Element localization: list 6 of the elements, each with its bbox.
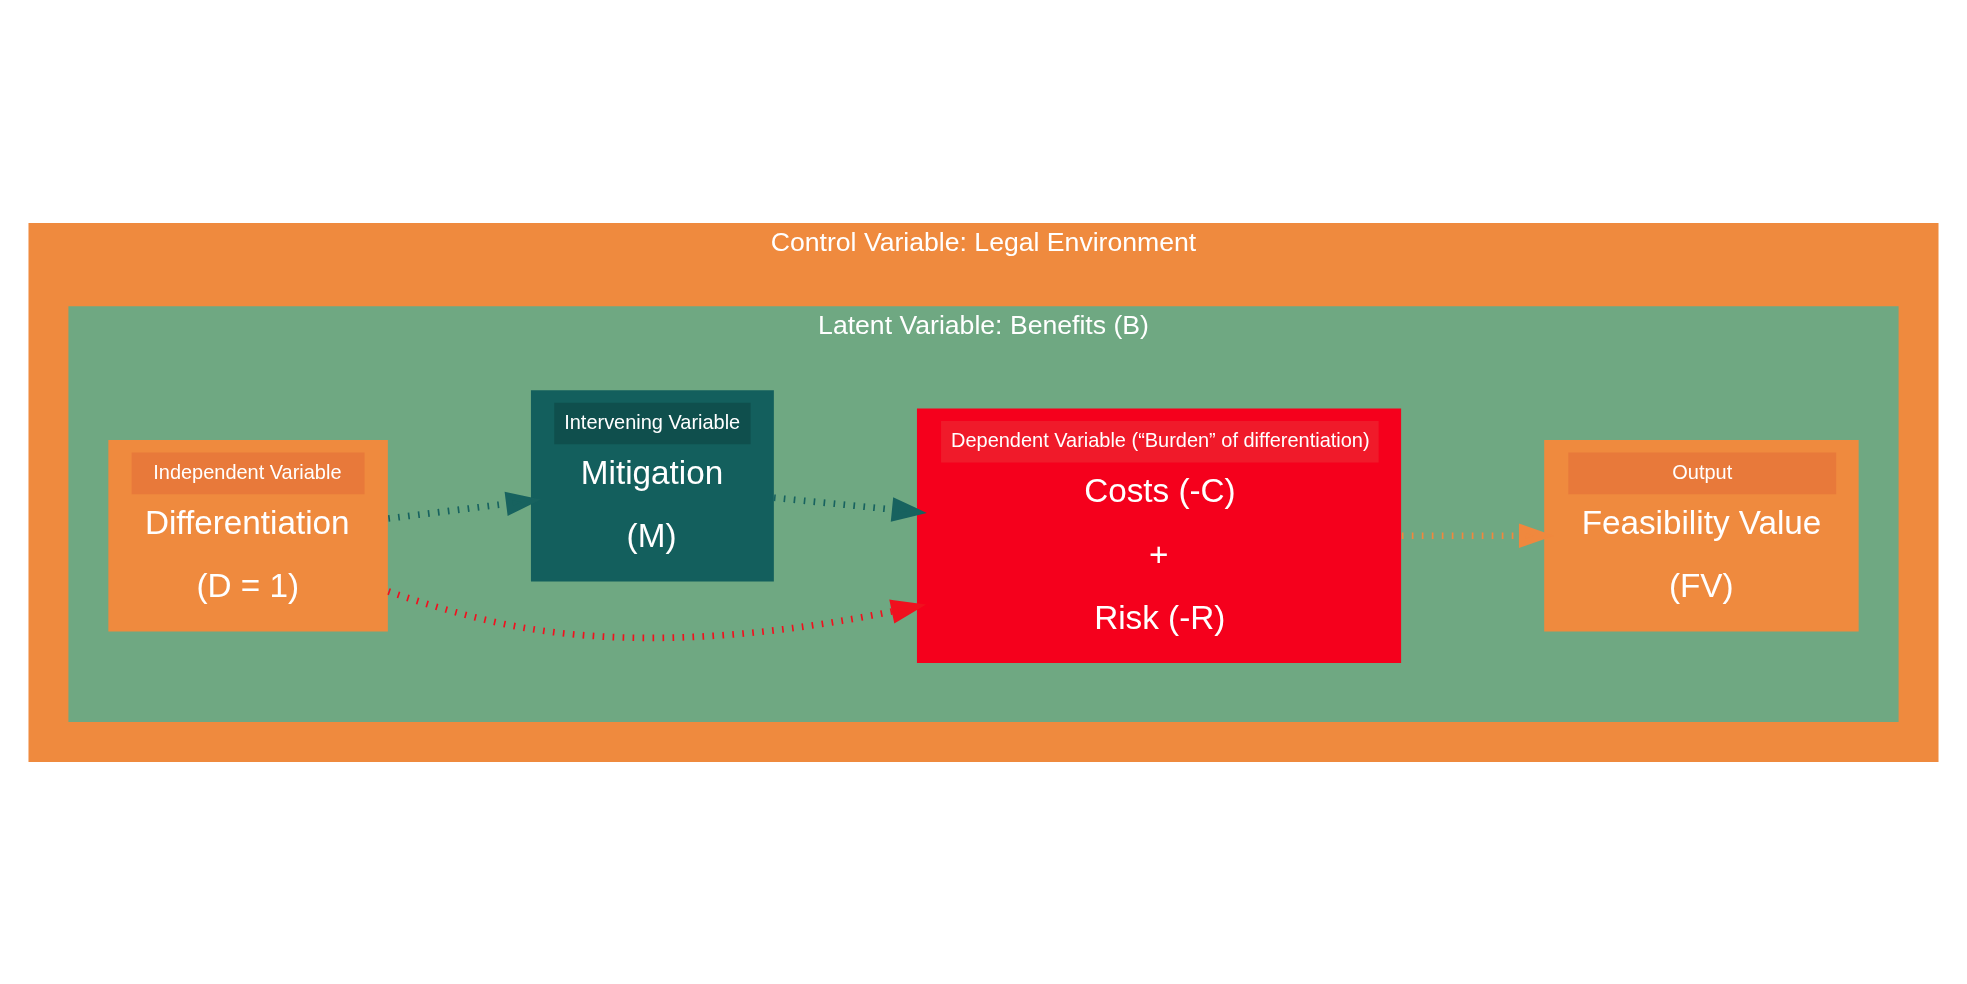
arrow: [773, 493, 927, 522]
node-box: Independent Variable Differentiation (D = 1): [108, 439, 388, 631]
arrow: [387, 587, 927, 641]
node-box: Intervening Variable Mitigation (M): [530, 389, 774, 581]
node-box: Output Feasibility Value (FV): [1544, 439, 1859, 631]
node-box: Dependent Variable (“Burden” of differentiation) Costs (-C) + Risk (-R): [916, 408, 1402, 663]
